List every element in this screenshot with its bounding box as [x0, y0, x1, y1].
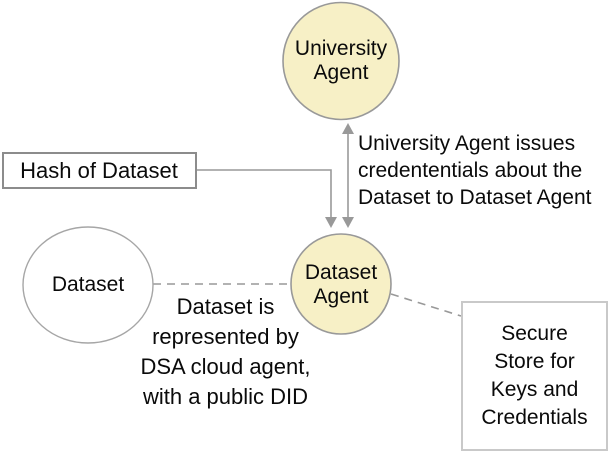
secure-store-box [461, 301, 608, 451]
university-agent-node [282, 1, 400, 121]
arrowhead-down-left [325, 217, 337, 228]
secure-store-line3: Keys and [490, 378, 579, 401]
secure-store-dashed-line [390, 293, 462, 317]
hash-of-dataset-box [2, 152, 197, 189]
hash-of-dataset-label-text: Hash of Dataset [20, 157, 178, 183]
dataset-agent-label-line2: Agent [313, 285, 369, 308]
secure-store-line2: Store for [494, 350, 575, 373]
secure-store-label: Secure Store for Keys and Credentials [462, 302, 607, 450]
university-agent-label-line2: Agent [313, 61, 369, 84]
credential-issue-line1: University Agent issues [358, 132, 576, 155]
dataset-representation-line2: represented by [152, 324, 299, 349]
dataset-representation-annotation: Dataset is represented by DSA cloud agen… [103, 292, 348, 412]
hash-to-dataset-agent-connector [196, 169, 332, 218]
credential-issue-line3: Dataset to Dataset Agent [358, 186, 592, 209]
arrowhead-down-right [342, 217, 354, 228]
university-agent-label-line1: University [294, 37, 388, 60]
secure-store-line4: Credentials [481, 406, 588, 429]
arrowhead-up [342, 123, 354, 134]
dataset-label-text: Dataset [51, 273, 125, 296]
dataset-representation-line4: with a public DID [142, 384, 309, 409]
credential-issue-line2: credententials about the [358, 159, 583, 182]
dataset-representation-line3: DSA cloud agent, [140, 354, 311, 379]
dataset-label: Dataset [28, 273, 148, 297]
credential-issue-annotation: University Agent issues credententials a… [358, 130, 610, 211]
dataset-node [22, 226, 154, 344]
dataset-agent-node [290, 233, 392, 335]
secure-store-line1: Secure [501, 322, 568, 345]
hash-of-dataset-label: Hash of Dataset [2, 152, 196, 188]
dataset-representation-line1: Dataset is [176, 294, 275, 319]
university-agent-label: University Agent [281, 37, 401, 85]
dataset-agent-label: Dataset Agent [281, 261, 401, 309]
dataset-agent-label-line1: Dataset [304, 261, 378, 284]
